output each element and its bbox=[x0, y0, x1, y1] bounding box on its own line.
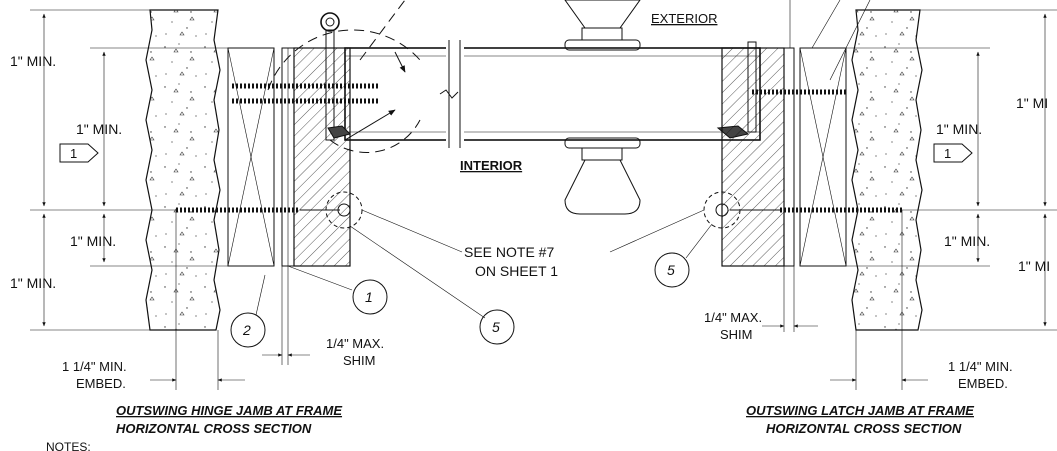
right-embed-line2: EMBED. bbox=[958, 376, 1008, 391]
exterior-lever-handle bbox=[564, 0, 641, 51]
svg-text:2: 2 bbox=[242, 322, 251, 338]
left-embed-line2: EMBED. bbox=[76, 376, 126, 391]
callout-5-right: 5 bbox=[654, 191, 741, 288]
right-dim-outer-bottom: 1" MI bbox=[1018, 258, 1050, 274]
left-dim-outer-bottom: 1" MIN. bbox=[10, 275, 56, 291]
see-note-line2: ON SHEET 1 bbox=[475, 263, 558, 279]
left-door-frame bbox=[281, 47, 351, 267]
svg-text:1: 1 bbox=[944, 146, 951, 161]
right-dim-inner-bottom: 1" MIN. bbox=[944, 233, 990, 249]
svg-text:5: 5 bbox=[667, 262, 675, 278]
door-swing-arc bbox=[267, 0, 421, 153]
right-dim-inner-top: 1" MIN. bbox=[936, 121, 982, 137]
left-embed-line1: 1 1/4" MIN. bbox=[62, 359, 127, 374]
left-shim-line2: SHIM bbox=[343, 353, 376, 368]
svg-text:1: 1 bbox=[70, 146, 77, 161]
left-section-title: OUTSWING HINGE JAMB AT FRAME bbox=[116, 403, 342, 418]
callout-1: 1 bbox=[287, 265, 388, 315]
right-dimensions bbox=[762, 9, 1057, 390]
interior-label: INTERIOR bbox=[460, 158, 523, 173]
left-wood-buck bbox=[227, 47, 275, 267]
interior-lever-handle bbox=[564, 137, 641, 215]
notes-heading: NOTES: bbox=[46, 440, 91, 451]
right-flag-tag: 1 bbox=[933, 143, 973, 163]
left-concrete-wall bbox=[145, 9, 221, 331]
door-leaf bbox=[327, 40, 761, 148]
left-dim-outer-top: 1" MIN. bbox=[10, 53, 56, 69]
see-note-leaders bbox=[361, 209, 705, 253]
svg-text:1: 1 bbox=[365, 289, 373, 305]
left-flag-tag: 1 bbox=[59, 143, 99, 163]
left-screws bbox=[176, 83, 380, 217]
right-section-subtitle: HORIZONTAL CROSS SECTION bbox=[766, 421, 962, 436]
callout-2: 2 bbox=[230, 274, 266, 348]
right-shim-line1: 1/4" MAX. bbox=[704, 310, 762, 325]
exterior-label: EXTERIOR bbox=[651, 11, 717, 26]
right-screws bbox=[715, 0, 902, 217]
right-wood-buck bbox=[799, 47, 847, 267]
see-note-line1: SEE NOTE #7 bbox=[464, 244, 554, 260]
left-section-subtitle: HORIZONTAL CROSS SECTION bbox=[116, 421, 312, 436]
right-embed-line1: 1 1/4" MIN. bbox=[948, 359, 1013, 374]
left-dim-inner-top: 1" MIN. bbox=[76, 121, 122, 137]
right-section-title: OUTSWING LATCH JAMB AT FRAME bbox=[746, 403, 974, 418]
left-shim-line1: 1/4" MAX. bbox=[326, 336, 384, 351]
right-door-frame bbox=[721, 41, 795, 267]
svg-text:5: 5 bbox=[492, 319, 500, 335]
right-shim-line2: SHIM bbox=[720, 327, 753, 342]
right-concrete-wall bbox=[851, 9, 923, 331]
left-dimensions bbox=[30, 9, 310, 390]
right-dim-outer-top: 1" MI bbox=[1016, 95, 1048, 111]
left-dim-inner-bottom: 1" MIN. bbox=[70, 233, 116, 249]
